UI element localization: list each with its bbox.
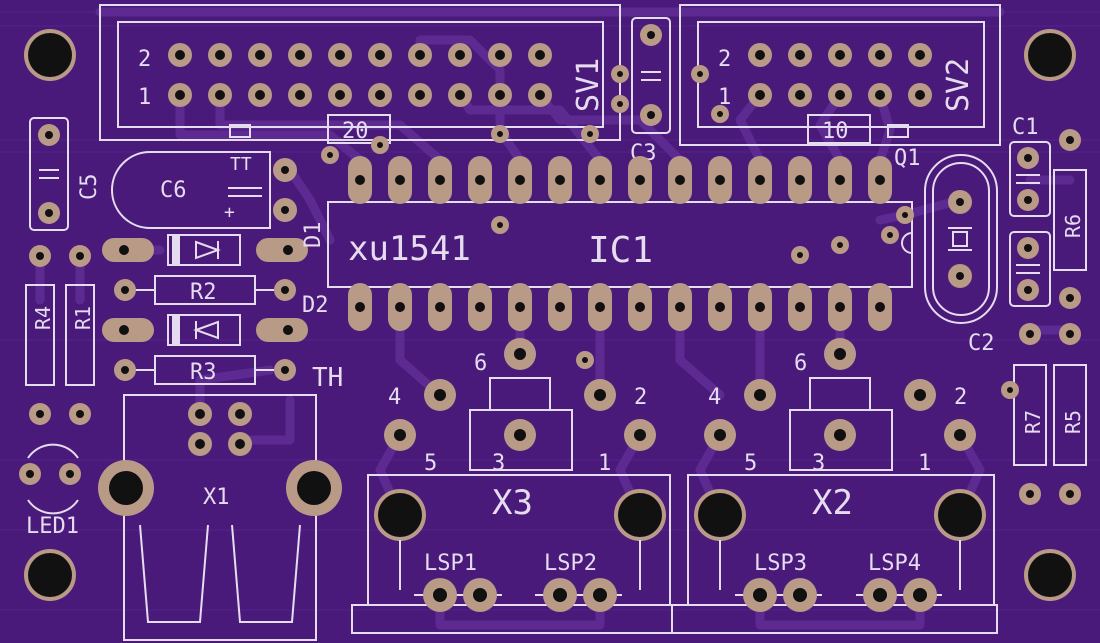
x3-pin2: 2 — [634, 385, 647, 410]
resistor-r3: R3 TH — [114, 355, 343, 393]
resistor-r6: R6 — [1053, 129, 1087, 309]
r6-label: R6 — [1061, 214, 1085, 238]
lsp1-label: LSP1 — [424, 551, 477, 576]
diode-d1: D1 — [102, 222, 326, 266]
sv1-name: SV1 — [571, 58, 606, 112]
ic1-name: IC1 — [588, 230, 653, 271]
c5-label: C5 — [77, 174, 102, 201]
x3-pin5: 5 — [424, 451, 437, 476]
r4-label: R4 — [31, 306, 55, 330]
sv1-pin2-label: 2 — [138, 47, 151, 72]
usb-connector-x1: X1 — [98, 394, 342, 641]
capacitor-c5: C5 — [29, 117, 102, 231]
lsp2-label: LSP2 — [544, 551, 597, 576]
din-connector-x3: 6 4 2 5 3 1 X3 — [367, 338, 671, 606]
capacitor-c1: C1 — [1009, 115, 1051, 217]
capacitor-c2: C2 — [968, 231, 1051, 356]
x1-label: X1 — [203, 485, 230, 510]
led1: LED1 — [19, 443, 81, 539]
c6-marking: TT — [230, 154, 252, 175]
ic1-package: xu1541 IC1 — [327, 156, 913, 331]
x2-pin1: 1 — [918, 451, 931, 476]
r2-label: R2 — [190, 280, 217, 305]
capacitor-c3: C3 — [630, 17, 671, 166]
sv1-pin1-label: 1 — [138, 85, 151, 110]
x3-label: X3 — [492, 483, 533, 523]
x2-pin3: 3 — [812, 451, 825, 476]
vias — [321, 65, 1019, 399]
sv1-count-label: 20 — [342, 119, 369, 144]
capacitor-c6: C6 TT + — [111, 151, 297, 229]
x3-pin6: 6 — [474, 351, 487, 376]
diode-d2: D2 — [102, 293, 329, 346]
x3-pin1: 1 — [598, 451, 611, 476]
solder-jumpers: LSP1 LSP2 LSP3 LSP4 — [351, 540, 998, 634]
c6-plus: + — [224, 202, 235, 223]
lsp3-label: LSP3 — [754, 551, 807, 576]
d1-label: D1 — [301, 222, 326, 249]
resistor-r1: R1 — [65, 245, 95, 425]
resistor-r4: R4 — [25, 245, 55, 425]
x2-pin5: 5 — [744, 451, 757, 476]
sv2-count-label: 10 — [822, 119, 849, 144]
x3-pin3: 3 — [492, 451, 505, 476]
c2-label: C2 — [968, 331, 995, 356]
x2-pin4: 4 — [708, 385, 721, 410]
lsp4-label: LSP4 — [868, 551, 921, 576]
header-sv1: 2 1 20 SV1 — [99, 4, 621, 144]
q1-label: Q1 — [894, 146, 921, 171]
x2-label: X2 — [812, 483, 853, 523]
led1-label: LED1 — [26, 514, 79, 539]
r1-label: R1 — [71, 306, 95, 330]
x2-pin2: 2 — [954, 385, 967, 410]
ic1-value: xu1541 — [348, 229, 471, 269]
x2-pin6: 6 — [794, 351, 807, 376]
d2-label: D2 — [302, 293, 329, 318]
sv2-pin2-label: 2 — [718, 47, 731, 72]
resistor-r7: R7 — [1013, 323, 1047, 505]
c6-label: C6 — [160, 178, 187, 203]
x3-pin4: 4 — [388, 385, 401, 410]
c1-label: C1 — [1012, 115, 1039, 140]
resistor-r5: R5 — [1053, 323, 1087, 505]
header-sv2: 2 1 10 SV2 — [679, 4, 1001, 146]
resistor-r2: R2 — [114, 275, 296, 305]
r7-label: R7 — [1021, 410, 1045, 434]
th-label: TH — [312, 363, 343, 393]
r5-label: R5 — [1061, 410, 1085, 434]
sv2-name: SV2 — [941, 58, 976, 112]
crystal-q1: Q1 — [894, 146, 998, 324]
r3-label: R3 — [190, 360, 217, 385]
mounting-holes — [24, 29, 1076, 601]
sv2-pin1-label: 1 — [718, 85, 731, 110]
